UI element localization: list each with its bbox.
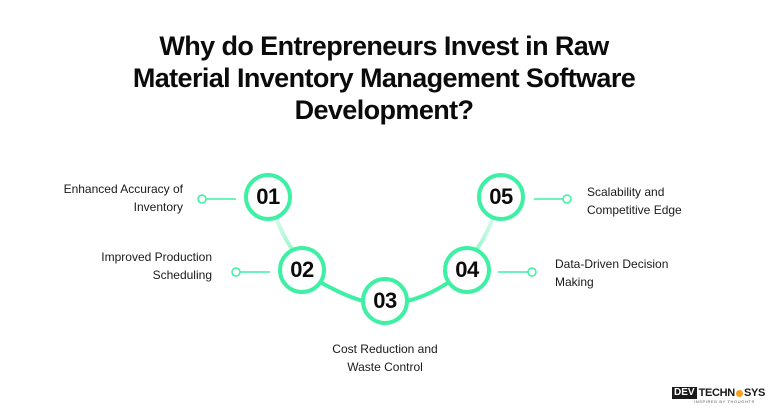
logo-dot-icon: [735, 389, 743, 397]
step-label-05-line1: Scalability and: [587, 185, 665, 199]
logo-tech-text: TECHN: [698, 387, 736, 399]
title-line-2: Material Inventory Management Software: [132, 63, 636, 93]
step-label-02: Improved Production Scheduling: [40, 248, 212, 284]
step-label-01-line2: Inventory: [133, 200, 183, 214]
brand-logo: DEV TECHN SYS INSPIRED BY THOUGHTS: [672, 387, 766, 404]
logo-dev-mark: DEV: [672, 387, 697, 399]
step-label-04: Data-Driven Decision Making: [555, 255, 735, 291]
step-label-01: Enhanced Accuracy of Inventory: [20, 180, 183, 216]
page-title: Why do Entrepreneurs Invest in Raw Mater…: [0, 30, 768, 126]
step-label-05-line2: Competitive Edge: [587, 203, 682, 217]
logo-sys-text: SYS: [743, 387, 766, 399]
step-label-03-line2: Waste Control: [347, 360, 423, 374]
logo-wordmark: TECHN SYS: [699, 387, 766, 399]
step-label-04-line2: Making: [555, 275, 594, 289]
title-line-1: Why do Entrepreneurs Invest in Raw: [159, 31, 609, 61]
step-label-02-line1: Improved Production: [101, 250, 212, 264]
step-node-03: 03: [361, 277, 409, 325]
step-label-05: Scalability and Competitive Edge: [587, 183, 757, 219]
step-label-04-line1: Data-Driven Decision: [555, 257, 669, 271]
title-line-3: Development?: [294, 95, 474, 125]
step-node-04: 04: [443, 246, 491, 294]
step-label-03: Cost Reduction and Waste Control: [300, 340, 470, 376]
step-label-02-line2: Scheduling: [152, 268, 212, 282]
logo-tagline: INSPIRED BY THOUGHTS: [694, 399, 755, 404]
step-label-03-line1: Cost Reduction and: [332, 342, 438, 356]
step-node-02: 02: [278, 246, 326, 294]
step-label-01-line1: Enhanced Accuracy of: [63, 182, 183, 196]
step-node-05: 05: [477, 173, 525, 221]
step-node-01: 01: [244, 173, 292, 221]
